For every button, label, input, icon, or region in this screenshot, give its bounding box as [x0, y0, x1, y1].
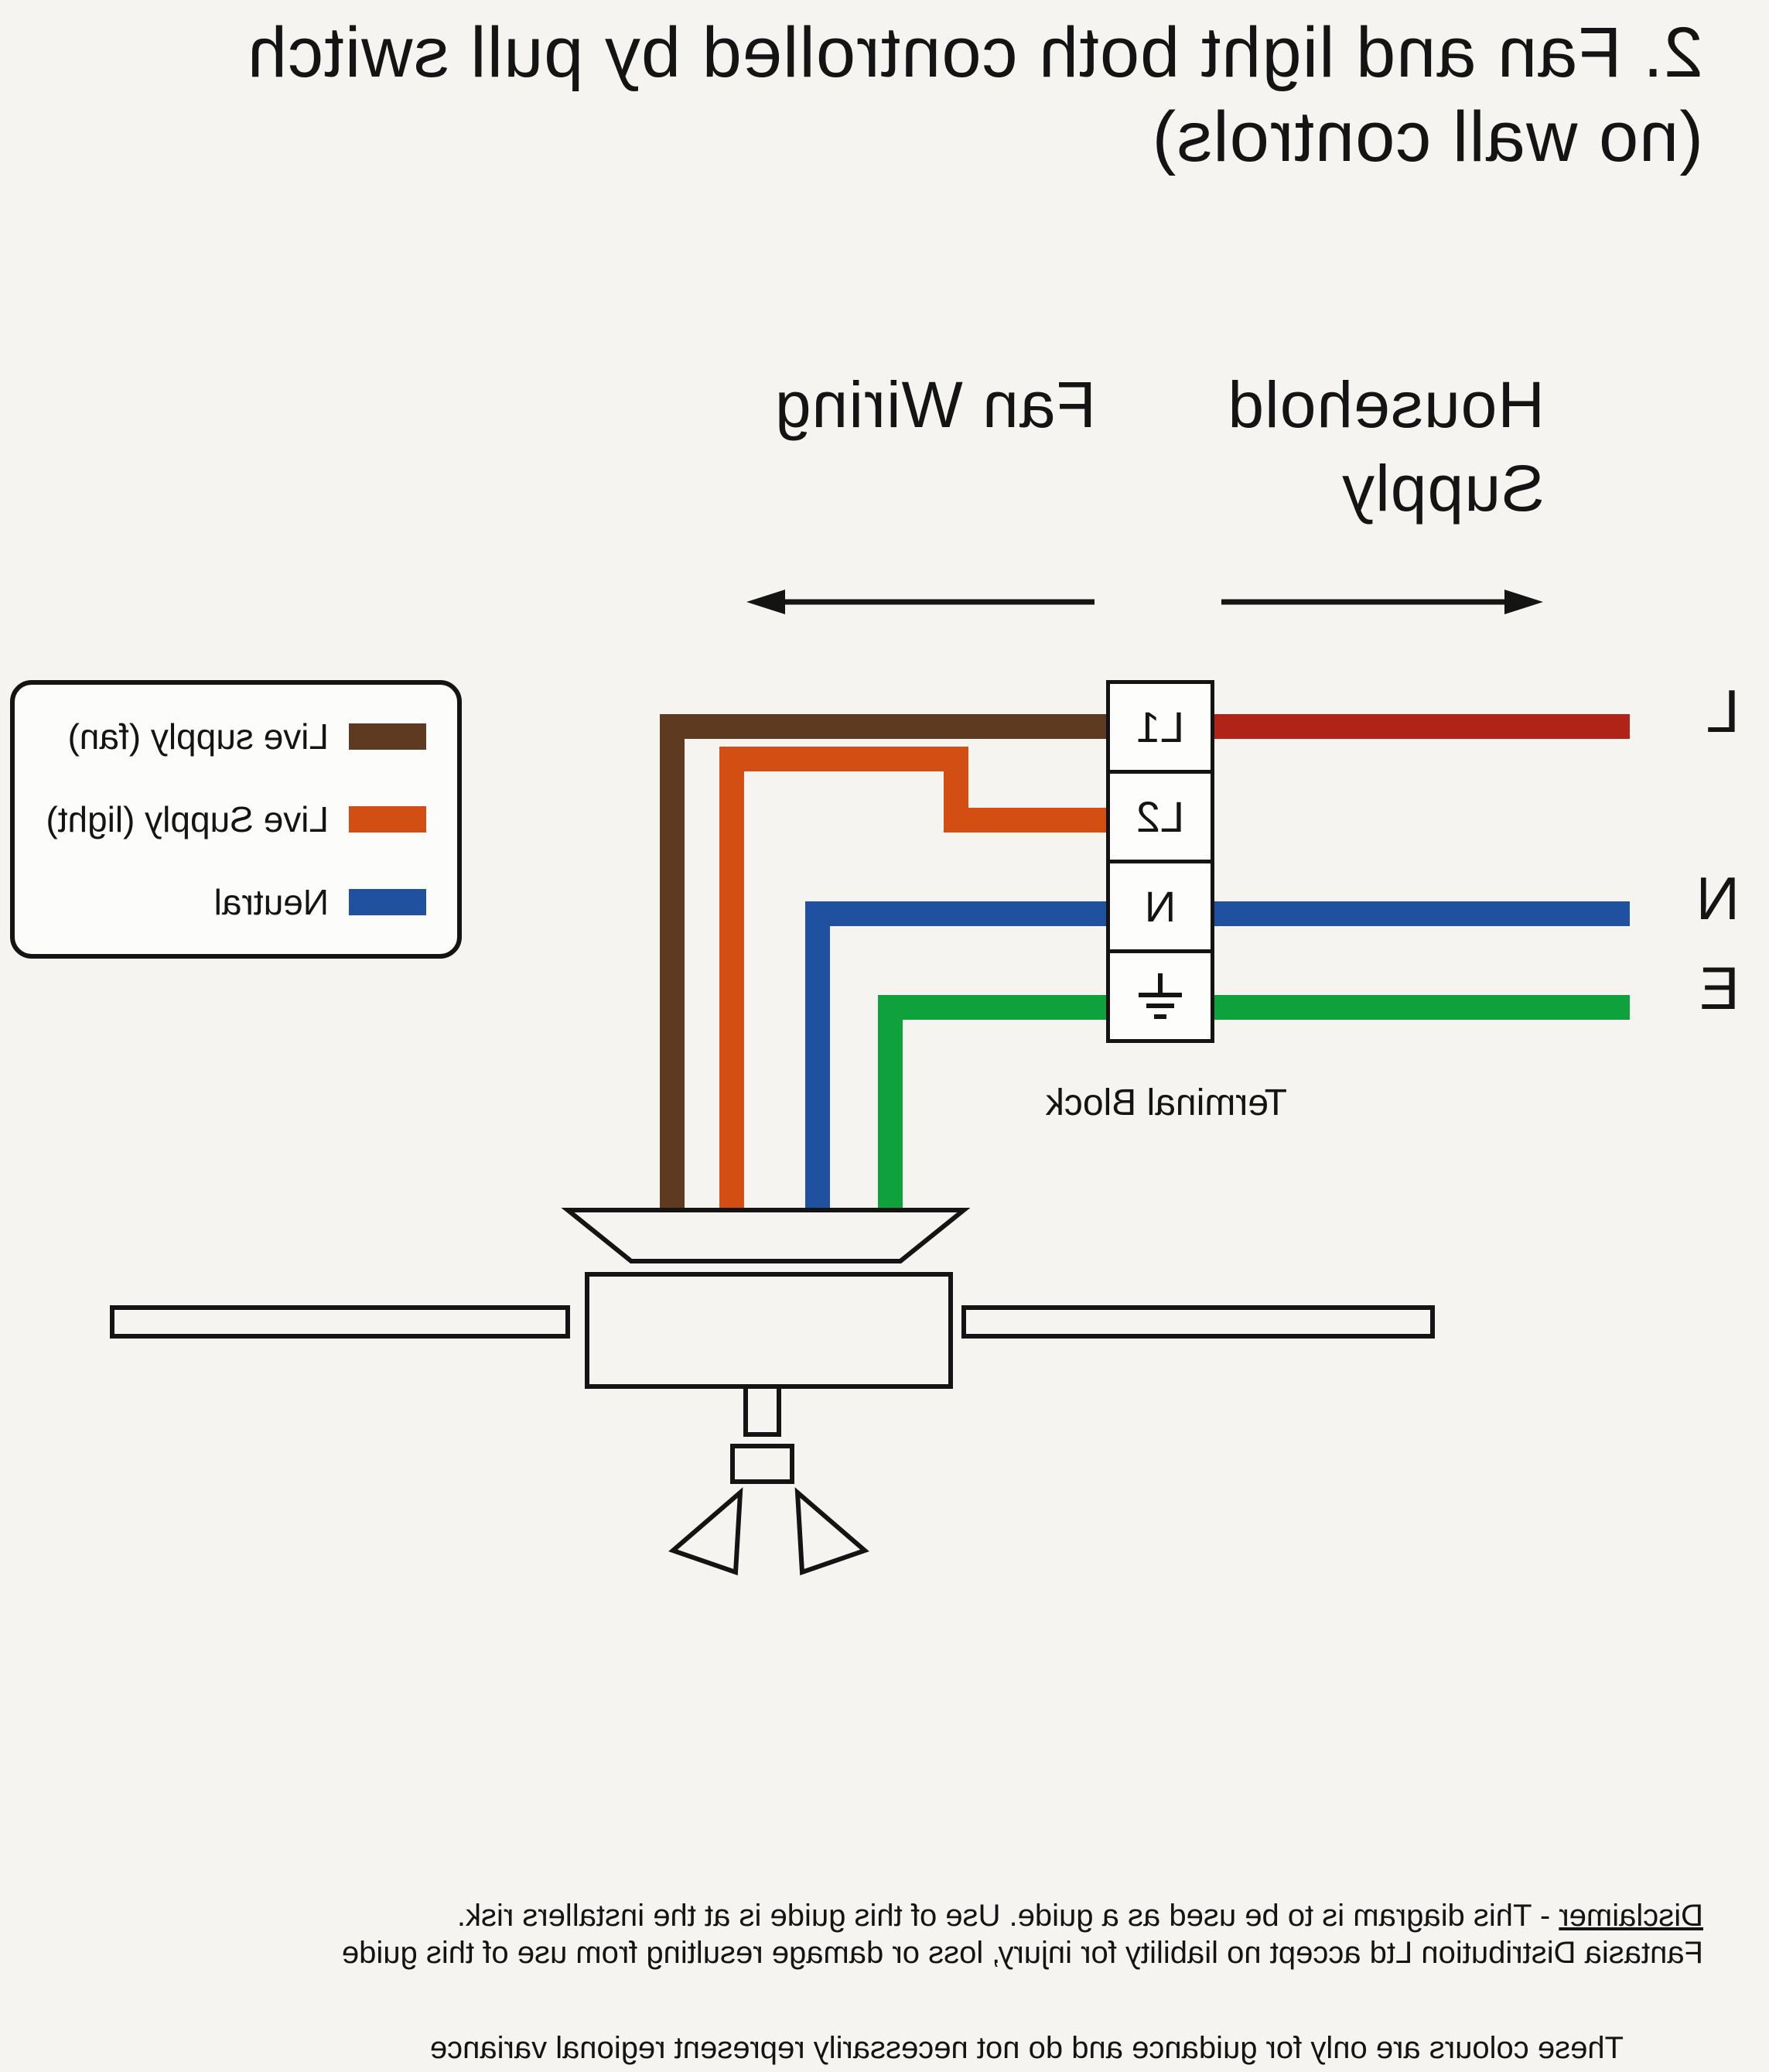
disclaimer-word: Disclaimer: [1559, 1899, 1703, 1933]
household-supply-arrow: [1221, 590, 1543, 614]
terminal-block: L1 L2 N: [1106, 680, 1214, 1043]
fan-wiring-arrow: [746, 590, 1095, 614]
disclaimer-line1: Disclaimer - This diagram is to be used …: [342, 1897, 1703, 1934]
colour-variance-note: These colours are only for guidance and …: [429, 2031, 1624, 2065]
fan-downrod: [743, 1384, 781, 1437]
arrowhead-right-icon: [746, 590, 785, 614]
disclaimer-text: Disclaimer - This diagram is to be used …: [342, 1897, 1703, 1971]
earth-ground-icon: [1139, 973, 1182, 1019]
fan-blade-right: [110, 1305, 570, 1339]
terminal-earth: [1106, 949, 1214, 1043]
fan-canopy: [561, 1208, 971, 1263]
fan-motor-body: [585, 1272, 953, 1389]
fan-light-fitting: [730, 1444, 794, 1484]
arrowhead-left-icon: [1504, 590, 1543, 614]
fan-light-beam-left: [794, 1487, 869, 1576]
disclaimer-line1-rest: - This diagram is to be used as a guide.…: [456, 1899, 1559, 1933]
fan-blade-left: [961, 1305, 1435, 1339]
disclaimer-line2: Fantasia Distribution Ltd accept no liab…: [341, 1936, 1703, 1970]
fan-light-beam-right: [668, 1487, 743, 1576]
